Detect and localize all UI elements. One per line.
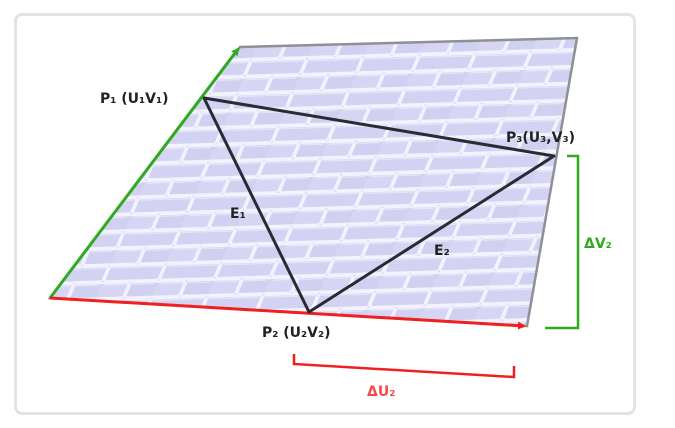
edge-e2-label: E₂ bbox=[434, 243, 450, 259]
point-p3-label: P₃(U₃,V₃) bbox=[506, 130, 575, 146]
texture-plane bbox=[47, 36, 579, 328]
delta-v2-label: ΔV₂ bbox=[584, 236, 612, 252]
delta-u-bracket bbox=[292, 354, 516, 379]
delta-u2-label: ΔU₂ bbox=[367, 384, 395, 400]
point-p1-label: P₁ (U₁V₁) bbox=[100, 91, 169, 107]
v-axis-arrow bbox=[48, 47, 240, 299]
point-p2-label: P₂ (U₂V₂) bbox=[262, 325, 331, 341]
uv-triangle bbox=[202, 96, 556, 314]
edge-e1-label: E₁ bbox=[230, 206, 246, 222]
u-axis-arrow bbox=[49, 296, 526, 330]
delta-v-bracket bbox=[545, 154, 580, 330]
